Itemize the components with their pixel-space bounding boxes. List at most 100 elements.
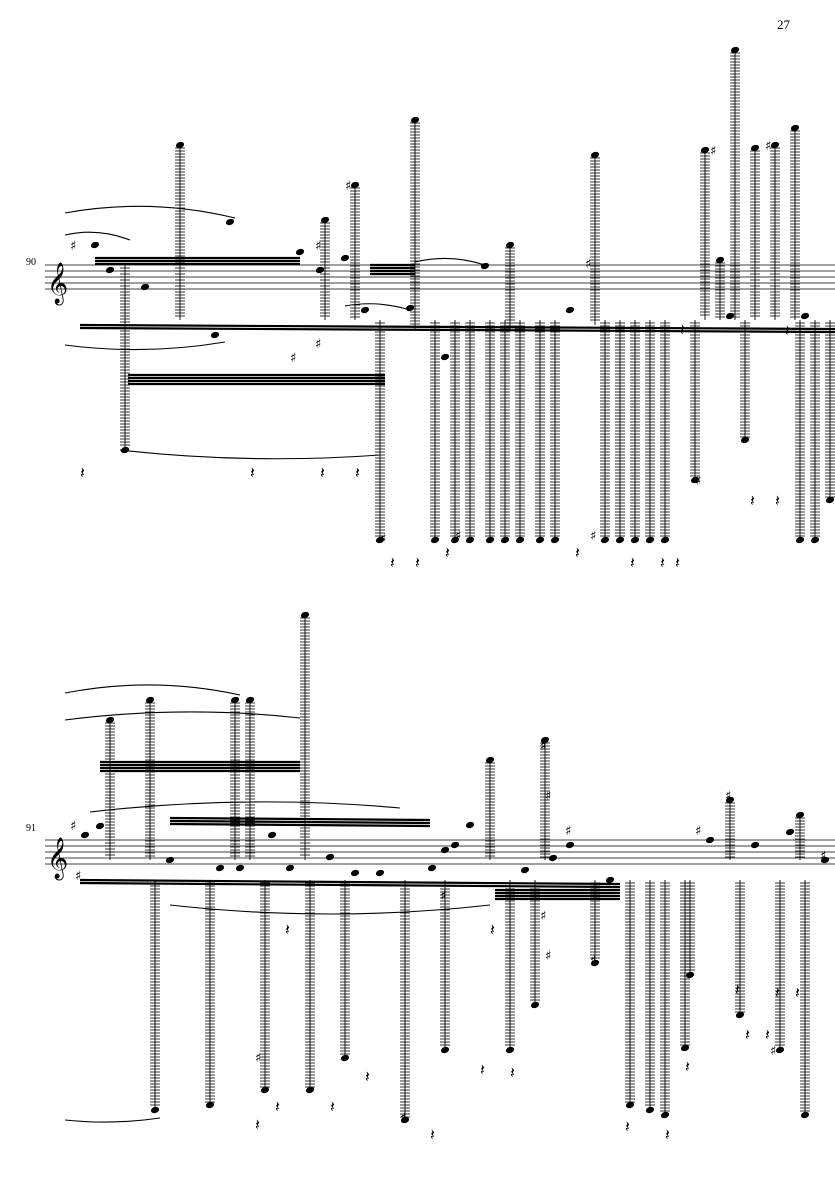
notehead xyxy=(465,536,475,544)
notehead xyxy=(340,254,350,262)
rest-icon: 𝄽 xyxy=(750,491,755,510)
slur xyxy=(119,449,381,460)
treble-clef-icon: 𝄞 xyxy=(47,837,68,880)
notehead xyxy=(770,141,780,149)
notehead xyxy=(715,256,725,264)
notehead xyxy=(565,841,575,849)
notehead xyxy=(215,864,225,872)
notehead xyxy=(450,841,460,849)
notehead xyxy=(205,1101,215,1109)
notehead xyxy=(505,1046,515,1054)
notehead xyxy=(590,151,600,159)
rest-icon: 𝄽 xyxy=(490,920,495,939)
notehead xyxy=(427,864,437,872)
slur xyxy=(169,904,491,915)
notehead xyxy=(700,146,710,154)
notehead xyxy=(360,306,370,314)
notehead xyxy=(730,46,740,54)
notehead xyxy=(740,436,750,444)
rest-icon: 𝄽 xyxy=(675,553,680,572)
sharp-icon: ♯ xyxy=(820,849,826,864)
sharp-icon: ♯ xyxy=(590,529,596,544)
sharp-icon: ♯ xyxy=(695,824,701,839)
notehead xyxy=(505,241,515,249)
sharp-icon: ♯ xyxy=(545,789,551,804)
rest-icon: 𝄽 xyxy=(275,1097,280,1116)
notehead xyxy=(825,496,835,504)
notehead xyxy=(375,869,385,877)
notehead xyxy=(245,696,255,704)
rest-icon: 𝄽 xyxy=(630,553,635,572)
rest-icon: 𝄽 xyxy=(80,463,85,482)
slur xyxy=(64,711,301,721)
sharp-icon: ♯ xyxy=(315,337,321,352)
rest-icon: 𝄽 xyxy=(775,491,780,510)
rest-icon: 𝄽 xyxy=(255,1115,260,1134)
notehead xyxy=(515,536,525,544)
sharp-icon: ♯ xyxy=(540,909,546,924)
notehead xyxy=(725,312,735,320)
notehead xyxy=(795,536,805,544)
rest-icon: 𝄽 xyxy=(415,553,420,572)
sharp-icon: ♯ xyxy=(440,889,446,904)
rest-icon: 𝄽 xyxy=(685,1057,690,1076)
slur xyxy=(64,205,236,219)
slur xyxy=(89,801,401,813)
beam xyxy=(79,326,835,334)
rest-icon: 𝄽 xyxy=(330,1097,335,1116)
slur xyxy=(64,341,226,351)
notehead xyxy=(480,262,490,270)
sharp-icon: ♯ xyxy=(380,532,386,547)
rest-icon: 𝄽 xyxy=(480,1060,485,1079)
notehead xyxy=(375,536,385,544)
notehead xyxy=(90,241,100,249)
rest-icon: 𝄽 xyxy=(365,1067,370,1086)
sharp-icon: ♯ xyxy=(725,789,731,804)
rest-icon: 𝄽 xyxy=(660,553,665,572)
beam xyxy=(79,323,835,331)
notehead xyxy=(120,446,130,454)
notehead xyxy=(440,846,450,854)
notehead xyxy=(810,536,820,544)
sharp-icon: ♯ xyxy=(75,869,81,884)
rest-icon: 𝄽 xyxy=(575,543,580,562)
notehead xyxy=(105,716,115,724)
measure-number-90: 90 xyxy=(26,257,36,268)
notehead xyxy=(530,1001,540,1009)
rest-icon: 𝄽 xyxy=(795,983,800,1002)
sharp-icon: ♯ xyxy=(710,144,716,159)
notehead xyxy=(550,536,560,544)
notehead xyxy=(235,864,245,872)
sharp-icon: ♯ xyxy=(590,954,596,969)
rest-icon: 𝄽 xyxy=(250,463,255,482)
rest-icon: 𝄽 xyxy=(680,320,685,339)
rest-icon: 𝄽 xyxy=(775,983,780,1002)
notehead xyxy=(605,876,615,884)
notehead xyxy=(725,796,735,804)
notehead xyxy=(150,1106,160,1114)
notehead xyxy=(225,218,235,226)
notehead xyxy=(260,1086,270,1094)
sharp-icon: ♯ xyxy=(545,949,551,964)
notehead xyxy=(80,831,90,839)
page-number: 27 xyxy=(777,17,790,32)
slur xyxy=(64,684,241,696)
notehead xyxy=(750,144,760,152)
notehead xyxy=(520,866,530,874)
notehead xyxy=(785,828,795,836)
notehead xyxy=(590,959,600,967)
notehead xyxy=(820,856,830,864)
notehead xyxy=(230,696,240,704)
notehead xyxy=(485,536,495,544)
sharp-icon: ♯ xyxy=(70,819,76,834)
sharp-icon: ♯ xyxy=(565,824,571,839)
slur xyxy=(64,231,131,241)
notehead xyxy=(600,536,610,544)
notehead xyxy=(315,266,325,274)
sharp-icon: ♯ xyxy=(585,257,591,272)
notehead xyxy=(790,124,800,132)
notehead xyxy=(405,304,415,312)
rest-icon: 𝄽 xyxy=(735,980,740,999)
slur xyxy=(64,1117,161,1123)
